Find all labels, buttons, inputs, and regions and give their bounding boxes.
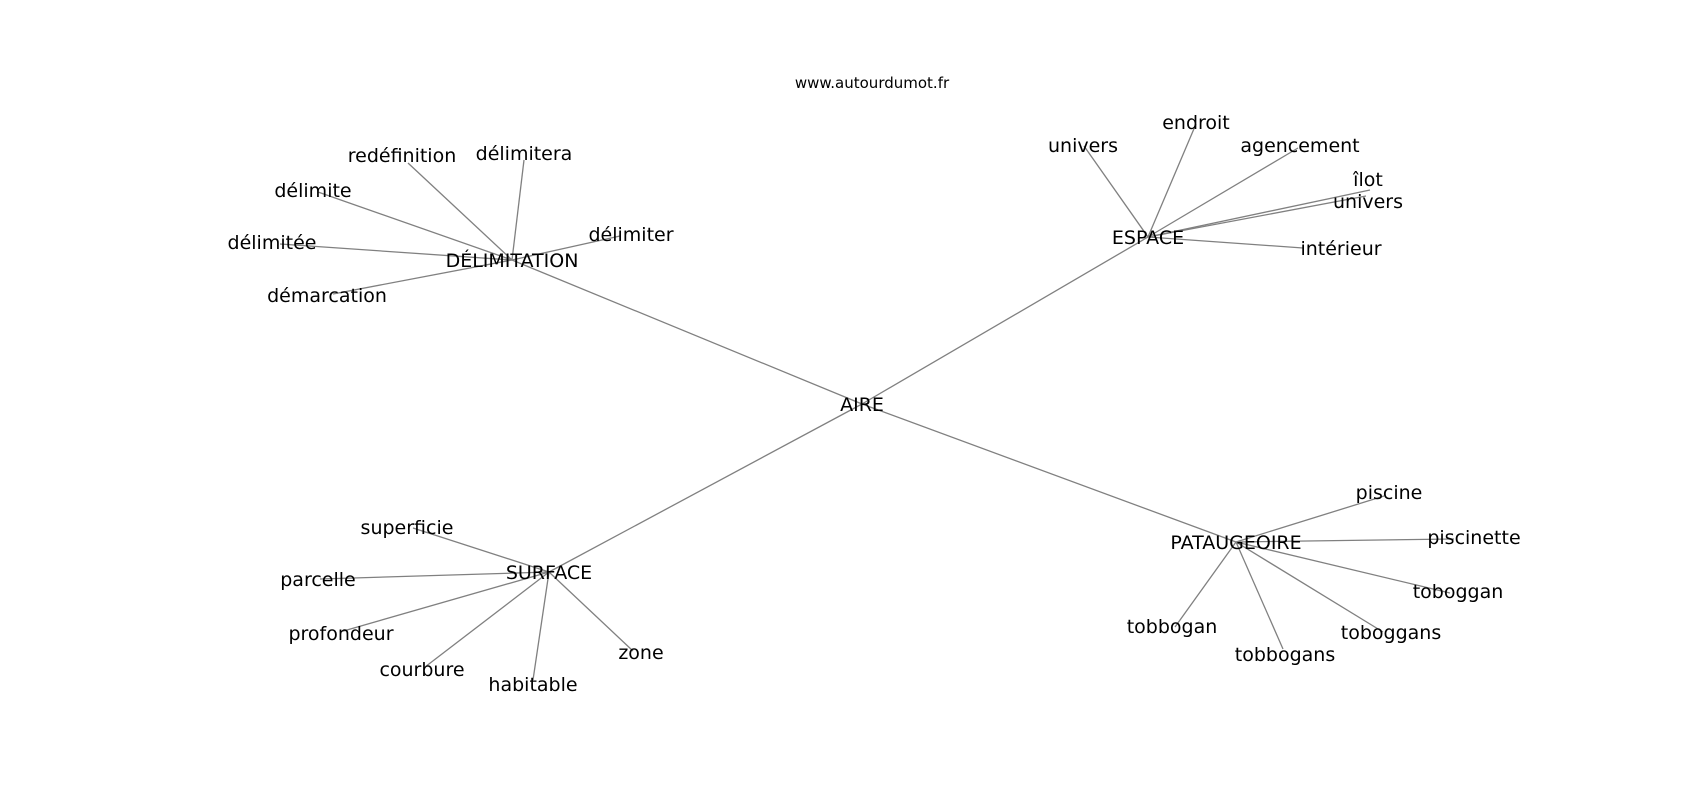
- hub-node-label: SURFACE: [506, 562, 592, 584]
- edge-hub-to-word: [1235, 538, 1455, 543]
- edge-hub-to-word: [407, 162, 513, 261]
- word-node-label: délimitée: [228, 232, 317, 254]
- edges-layer: [279, 123, 1455, 681]
- word-node-label: parcelle: [280, 569, 355, 591]
- edge-hub-to-word: [424, 571, 550, 668]
- edge-hub-to-word: [279, 243, 513, 261]
- edge-hub-to-word: [317, 191, 513, 261]
- word-node-label: courbure: [379, 659, 464, 681]
- word-node-label: intérieur: [1300, 238, 1381, 260]
- edge-center-to-hub: [511, 259, 863, 405]
- edge-hub-to-word: [319, 571, 550, 580]
- edge-hub-to-word: [1235, 541, 1384, 633]
- word-node-label: démarcation: [267, 285, 387, 307]
- edge-hub-to-word: [412, 527, 550, 573]
- word-node-label: toboggan: [1413, 581, 1504, 603]
- word-node-label: univers: [1048, 135, 1118, 157]
- hub-node-label: DÉLIMITATION: [446, 249, 579, 272]
- edge-hub-to-word: [1147, 236, 1304, 249]
- edge-hub-to-word: [1235, 541, 1284, 650]
- word-node-label: agencement: [1240, 135, 1359, 157]
- word-node-label: redéfinition: [348, 145, 457, 167]
- edge-center-to-hub: [861, 236, 1149, 405]
- edge-hub-to-word: [548, 571, 634, 652]
- word-node-label: univers: [1333, 191, 1403, 213]
- edge-hub-to-word: [332, 259, 513, 295]
- edge-hub-to-word: [1235, 541, 1451, 594]
- edge-hub-to-word: [1235, 495, 1385, 543]
- edge-hub-to-word: [511, 159, 525, 261]
- edge-hub-to-word: [339, 571, 550, 633]
- site-credit: www.autourdumot.fr: [795, 74, 950, 92]
- edge-hub-to-word: [1147, 195, 1367, 238]
- edge-hub-to-word: [1083, 145, 1149, 238]
- word-node-label: zone: [618, 642, 663, 664]
- word-node-label: superficie: [361, 517, 454, 539]
- hub-node-label: PATAUGEOIRE: [1170, 532, 1301, 554]
- edge-center-to-hub: [548, 403, 863, 573]
- edge-hub-to-word: [532, 571, 550, 681]
- word-node-label: délimiter: [588, 224, 673, 246]
- word-node-label: habitable: [488, 674, 577, 696]
- word-node-label: toboggans: [1341, 622, 1441, 644]
- edge-center-to-hub: [861, 403, 1237, 543]
- word-node-label: profondeur: [288, 623, 393, 645]
- edge-hub-to-word: [1147, 189, 1371, 238]
- word-node-label: piscinette: [1427, 527, 1520, 549]
- word-node-label: délimite: [274, 180, 351, 202]
- word-node-label: endroit: [1162, 112, 1230, 134]
- edge-hub-to-word: [1174, 541, 1237, 628]
- edge-hub-to-word: [1147, 123, 1197, 238]
- edge-hub-to-word: [511, 235, 621, 261]
- word-node-label: îlot: [1352, 169, 1383, 191]
- word-node-label: tobbogans: [1235, 644, 1335, 666]
- word-node-label: tobbogan: [1127, 616, 1218, 638]
- word-node-label: piscine: [1356, 482, 1423, 504]
- word-node-label: délimitera: [476, 143, 573, 165]
- hub-node-label: ESPACE: [1112, 227, 1184, 249]
- center-node-label: AIRE: [840, 394, 884, 416]
- labels-layer: AIRE DÉLIMITATION redéfinition délimitera dé…: [228, 112, 1521, 696]
- edge-hub-to-word: [1147, 147, 1299, 238]
